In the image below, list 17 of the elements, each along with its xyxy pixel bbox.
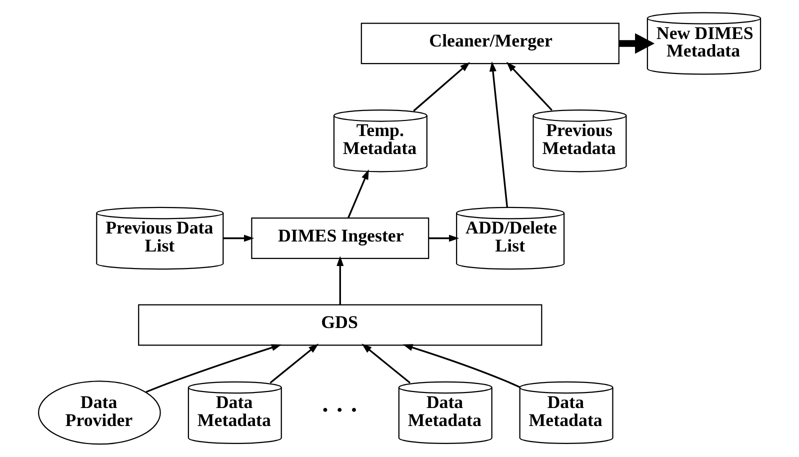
arrow: [489, 61, 508, 208]
arrow: [270, 344, 319, 384]
arrow: [336, 256, 344, 305]
node-box: GDS: [138, 304, 542, 346]
arrow: [428, 234, 460, 242]
arrow: [146, 344, 282, 393]
node-box: DIMES Ingester: [251, 218, 430, 259]
arrow: [362, 344, 411, 384]
arrow: [413, 62, 470, 112]
node-ellipse: Data Provider: [38, 380, 161, 445]
arrow: [223, 234, 254, 242]
arrow: [619, 33, 655, 54]
node-box: Cleaner/Merger: [360, 22, 620, 64]
arrow: [402, 344, 520, 388]
arrow: [348, 169, 369, 218]
arrow: [506, 62, 552, 111]
label: · · ·: [321, 396, 358, 424]
